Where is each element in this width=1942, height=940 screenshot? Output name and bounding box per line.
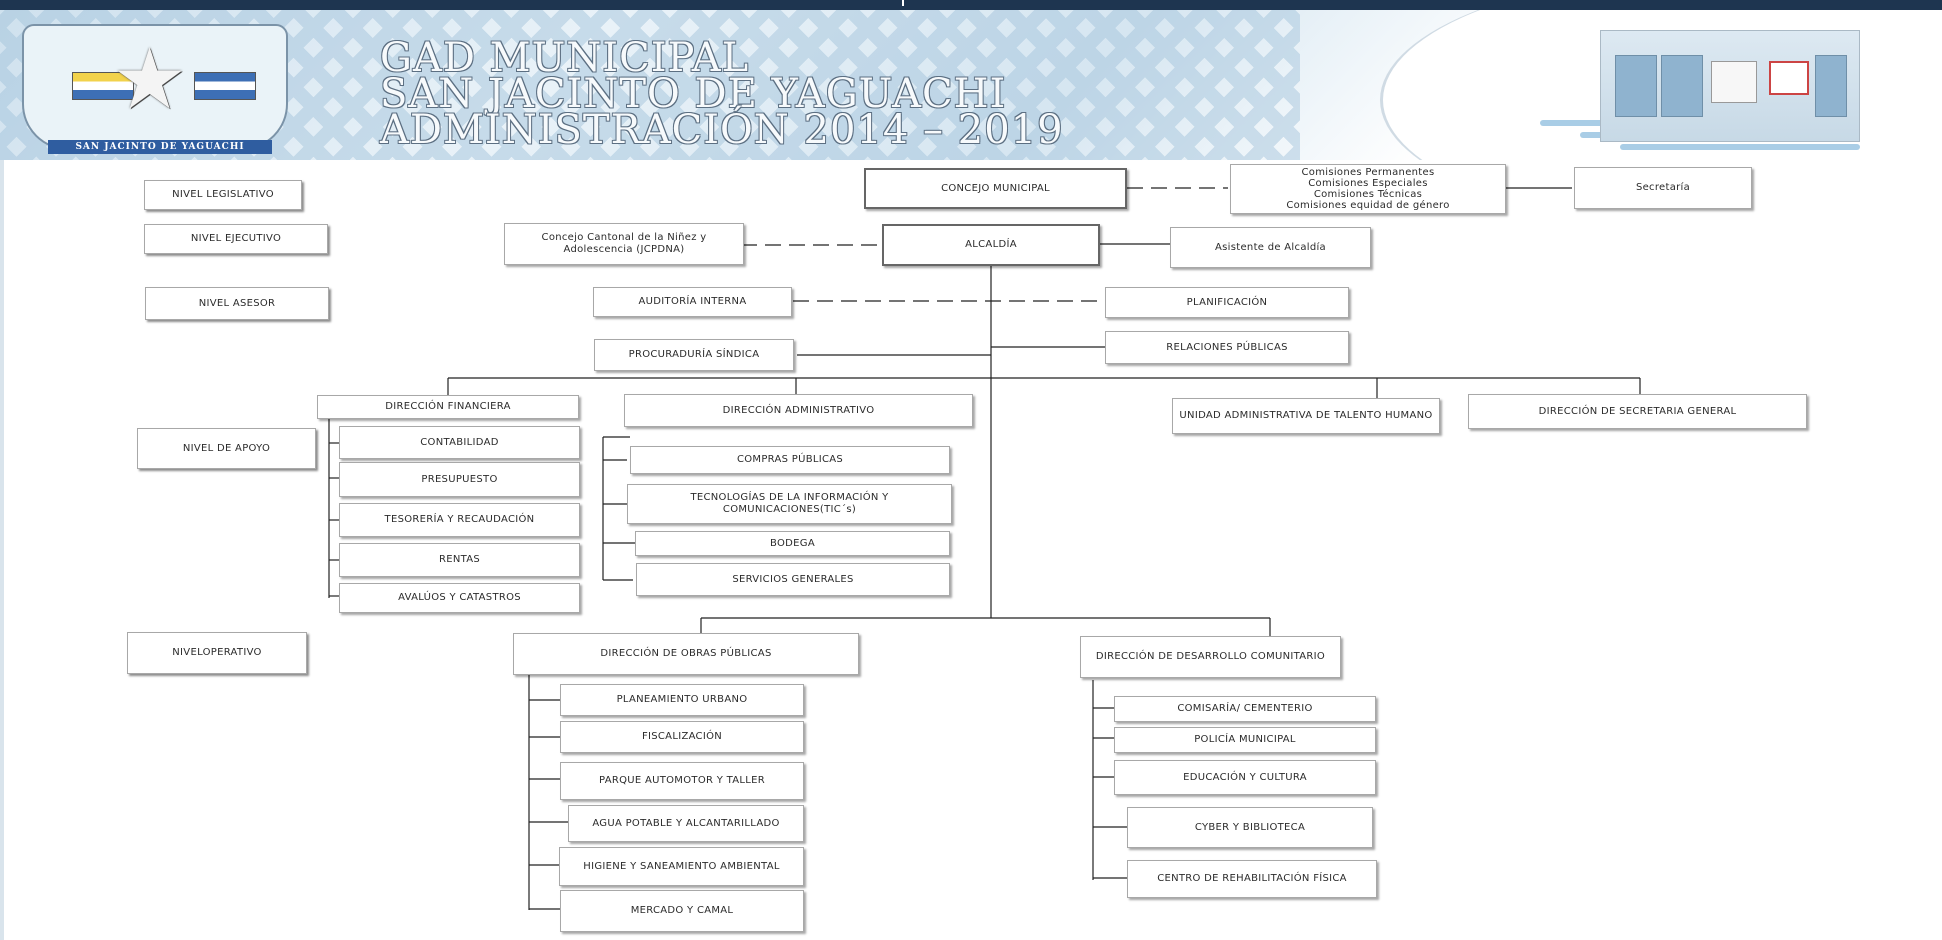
- unit-higiene-saneamiento: HIGIENE Y SANEAMIENTO AMBIENTAL: [559, 847, 804, 886]
- top-bar-marker: [902, 0, 904, 6]
- unit-auditoria-interna: AUDITORÍA INTERNA: [593, 287, 792, 317]
- municipal-logo: ★ SAN JACINTO DE YAGUACHI: [22, 24, 288, 154]
- unit-comisiones: Comisiones Permanentes Comisiones Especi…: [1230, 164, 1506, 214]
- title-line-3: ADMINISTRACIÓN 2014 – 2019: [380, 107, 1064, 153]
- unit-educacion-cultura: EDUCACIÓN Y CULTURA: [1114, 760, 1376, 795]
- unit-concejo-municipal: CONCEJO MUNICIPAL: [864, 168, 1127, 209]
- star-emblem-icon: ★: [112, 30, 188, 128]
- unit-fiscalizacion: FISCALIZACIÓN: [560, 721, 804, 753]
- unit-secretaria: Secretaría: [1574, 167, 1752, 209]
- municipal-building-image: [1600, 30, 1860, 142]
- comision-item: Comisiones Permanentes: [1301, 167, 1435, 178]
- level-operativo: NIVELOPERATIVO: [127, 632, 307, 674]
- flag-icon: [194, 72, 256, 100]
- title-line-2: SAN JACINTO DE YAGUACHI: [380, 71, 1007, 117]
- unit-contabilidad: CONTABILIDAD: [339, 426, 580, 459]
- building-banner: [1769, 61, 1809, 95]
- unit-tesoreria: TESORERÍA Y RECAUDACIÓN: [339, 503, 580, 537]
- comision-item: Comisiones equidad de género: [1286, 200, 1450, 211]
- building-sign: [1711, 61, 1757, 103]
- level-asesor: NIVEL ASESOR: [145, 287, 329, 320]
- unit-centro-rehabilitacion: CENTRO DE REHABILITACIÓN FÍSICA: [1127, 860, 1377, 898]
- unit-compras-publicas: COMPRAS PÚBLICAS: [630, 446, 950, 474]
- unit-policia-municipal: POLICÍA MUNICIPAL: [1114, 727, 1376, 753]
- unit-cyber-biblioteca: CYBER Y BIBLIOTECA: [1127, 807, 1373, 848]
- unit-obras-publicas: DIRECCIÓN DE OBRAS PÚBLICAS: [513, 633, 859, 675]
- unit-parque-automotor: PARQUE AUTOMOTOR Y TALLER: [560, 762, 804, 800]
- building-window: [1661, 55, 1703, 117]
- unit-direccion-administrativo: DIRECCIÓN ADMINISTRATIVO: [624, 394, 973, 427]
- unit-planeamiento-urbano: PLANEAMIENTO URBANO: [560, 684, 804, 716]
- page-title: GAD MUNICIPAL SAN JACINTO DE YAGUACHI AD…: [380, 35, 1064, 153]
- unit-desarrollo-comunitario: DIRECCIÓN DE DESARROLLO COMUNITARIO: [1080, 636, 1341, 678]
- unit-relaciones-publicas: RELACIONES PÚBLICAS: [1105, 331, 1349, 364]
- unit-ccpdna: Concejo Cantonal de la Niñez y Adolescen…: [504, 223, 744, 265]
- logo-ribbon: SAN JACINTO DE YAGUACHI: [48, 140, 272, 154]
- banner-stripe: [1620, 144, 1860, 150]
- page-left-edge: [0, 160, 4, 940]
- unit-alcaldia: ALCALDÍA: [882, 224, 1100, 266]
- unit-agua-potable: AGUA POTABLE Y ALCANTARILLADO: [568, 805, 804, 842]
- building-window: [1815, 55, 1847, 117]
- title-line-1: GAD MUNICIPAL: [380, 35, 750, 81]
- unit-asistente-alcaldia: Asistente de Alcaldía: [1170, 227, 1371, 268]
- unit-servicios-generales: SERVICIOS GENERALES: [636, 563, 950, 596]
- unit-comisaria-cementerio: COMISARÍA/ CEMENTERIO: [1114, 696, 1376, 722]
- unit-procuraduria-sindica: PROCURADURÍA SÍNDICA: [594, 339, 794, 371]
- unit-planificacion: PLANIFICACIÓN: [1105, 287, 1349, 318]
- level-legislativo: NIVEL LEGISLATIVO: [144, 180, 302, 210]
- level-apoyo: NIVEL DE APOYO: [137, 428, 316, 469]
- flag-icon: [72, 72, 134, 100]
- unit-direccion-financiera: DIRECCIÓN FINANCIERA: [317, 395, 579, 419]
- comision-item: Comisiones Técnicas: [1313, 189, 1423, 200]
- unit-presupuesto: PRESUPUESTO: [339, 462, 580, 497]
- building-window: [1615, 55, 1657, 117]
- comision-item: Comisiones Especiales: [1308, 178, 1428, 189]
- unit-tic: TECNOLOGÍAS DE LA INFORMACIÓN Y COMUNICA…: [627, 484, 952, 524]
- unit-bodega: BODEGA: [635, 531, 950, 556]
- unit-talento-humano: UNIDAD ADMINISTRATIVA DE TALENTO HUMANO: [1172, 398, 1440, 434]
- unit-mercado-camal: MERCADO Y CAMAL: [560, 890, 804, 932]
- unit-rentas: RENTAS: [339, 543, 580, 577]
- header-banner: ★ SAN JACINTO DE YAGUACHI GAD MUNICIPAL …: [0, 10, 1942, 160]
- top-window-bar: [0, 0, 1942, 10]
- level-ejecutivo: NIVEL EJECUTIVO: [144, 224, 328, 254]
- unit-secretaria-general: DIRECCIÓN DE SECRETARIA GENERAL: [1468, 394, 1807, 429]
- unit-avaluos-catastros: AVALÚOS Y CATASTROS: [339, 583, 580, 613]
